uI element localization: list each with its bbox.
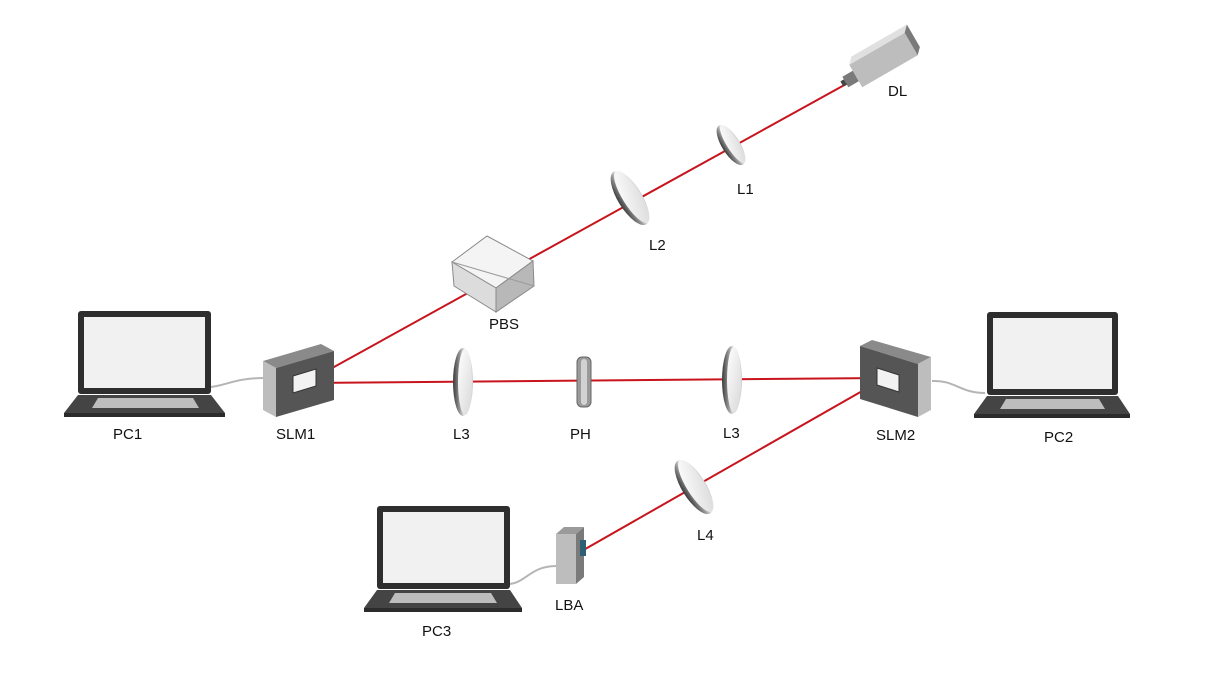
label-l3-left: L3 [453, 426, 470, 443]
spatial-light-modulator-icon [860, 340, 931, 417]
pinhole-icon [576, 356, 592, 408]
label-dl: DL [888, 83, 908, 100]
diode-laser-icon [840, 24, 920, 88]
label-l1: L1 [737, 181, 754, 198]
lens-icon [674, 459, 714, 515]
laptop-icon [364, 506, 522, 612]
beam-analyzer-camera-icon [556, 527, 586, 584]
label-l2: L2 [649, 237, 666, 254]
cable-pc2-slm2 [931, 379, 986, 394]
label-pc3: PC3 [422, 623, 452, 640]
beam-splitter-cube-icon [451, 235, 535, 313]
lens-icon [722, 346, 742, 414]
label-pc1: PC1 [113, 426, 143, 443]
laptop-icon [974, 312, 1130, 418]
label-lba: LBA [555, 597, 584, 614]
label-ph: PH [570, 426, 591, 443]
label-slm2: SLM2 [876, 427, 916, 444]
label-l3-right: L3 [723, 425, 740, 442]
lens-icon [610, 170, 650, 226]
laser-beam-path [304, 82, 886, 553]
lens-icon [716, 124, 746, 166]
cable-pc1-slm1 [209, 377, 265, 388]
cable-pc3-lba [507, 565, 557, 585]
label-pc2: PC2 [1044, 429, 1074, 446]
lens-icon [453, 348, 473, 416]
label-pbs: PBS [489, 316, 520, 333]
laptop-icon [64, 311, 225, 417]
label-l4: L4 [697, 527, 714, 544]
spatial-light-modulator-icon [263, 344, 334, 417]
label-slm1: SLM1 [276, 426, 316, 443]
